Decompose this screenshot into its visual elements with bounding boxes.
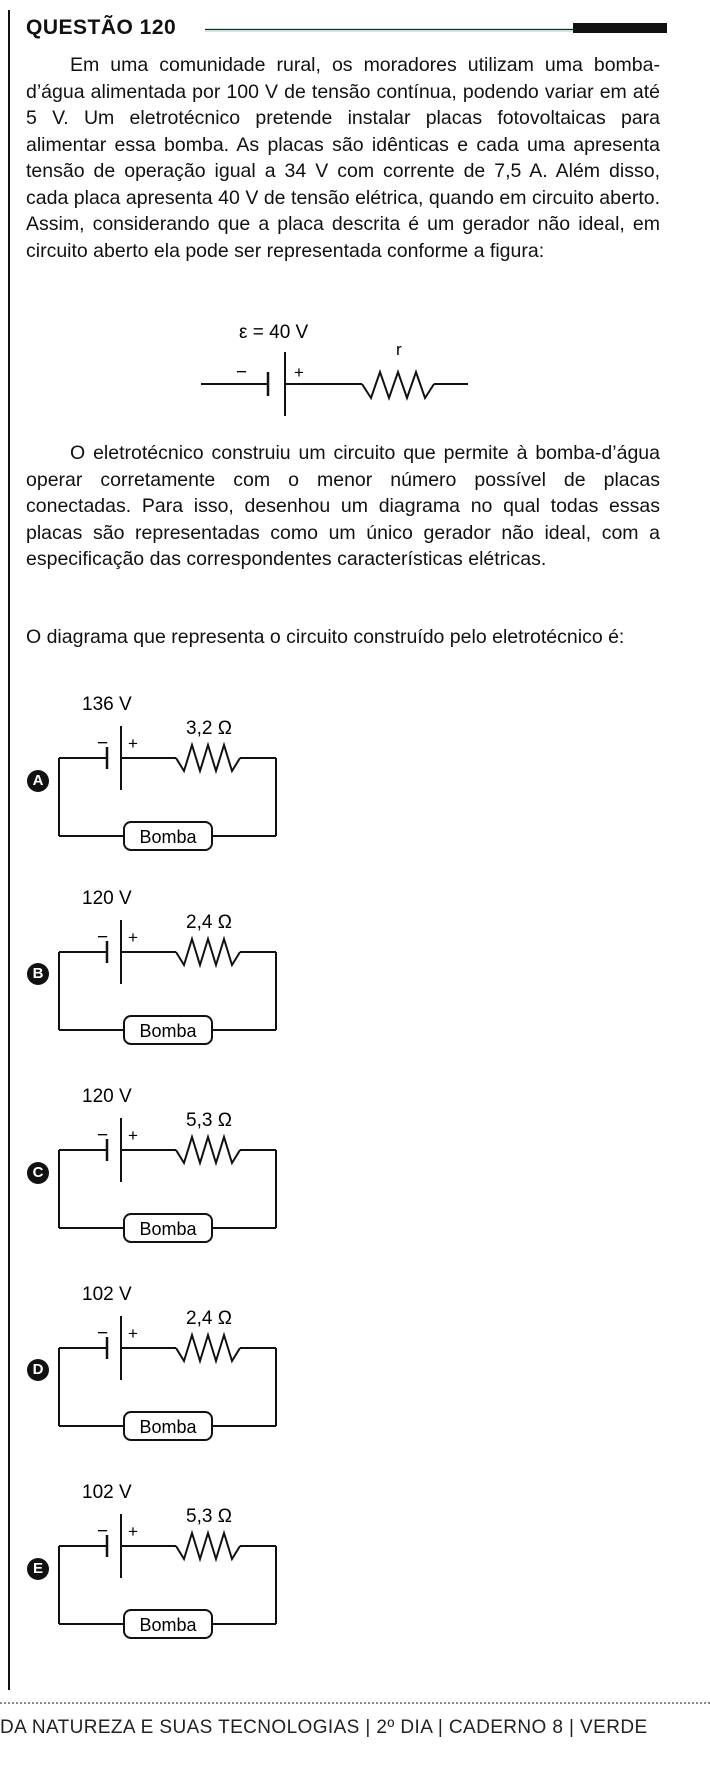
option-d-load <box>123 1411 213 1441</box>
option-a-voltage: 136 V <box>82 694 132 715</box>
left-margin-rule <box>8 10 10 1690</box>
svg-text:Bomba: Bomba <box>139 827 197 847</box>
resistor-symbol <box>361 368 435 402</box>
svg-text:+: + <box>128 928 138 947</box>
option-b-voltage: 120 V <box>82 888 132 909</box>
svg-text:+: + <box>128 1126 138 1145</box>
page-footer: DA NATUREZA E SUAS TECNOLOGIAS | 2º DIA … <box>0 1717 648 1738</box>
option-d-resistance: 2,4 Ω <box>186 1308 232 1329</box>
option-e-badge[interactable]: E <box>27 1558 49 1580</box>
option-e-circuit[interactable]: 102 V 5,3 Ω − + Bomba <box>0 1474 710 1654</box>
option-b-resistance: 2,4 Ω <box>186 912 232 933</box>
prompt-paragraph: O diagrama que representa o circuito con… <box>26 626 625 648</box>
resistor-label: r <box>396 340 402 359</box>
plus-sign: + <box>294 363 304 382</box>
option-a-load <box>123 821 213 851</box>
svg-text:+: + <box>128 1324 138 1343</box>
option-e-load <box>123 1609 213 1639</box>
option-c-resistance: 5,3 Ω <box>186 1110 232 1131</box>
option-d-badge[interactable]: D <box>27 1359 49 1381</box>
option-e-resistance: 5,3 Ω <box>186 1506 232 1527</box>
option-d-voltage: 102 V <box>82 1284 132 1305</box>
generator-figure: ε = 40 V − + r <box>201 322 468 416</box>
option-c-voltage: 120 V <box>82 1086 132 1107</box>
svg-text:−: − <box>97 1125 108 1146</box>
option-b-circuit[interactable]: 120 V 2,4 Ω − + Bomba <box>0 880 710 1060</box>
svg-text:Bomba: Bomba <box>139 1417 197 1437</box>
svg-text:−: − <box>97 1323 108 1344</box>
svg-text:+: + <box>128 1522 138 1541</box>
option-a-circuit[interactable]: 136 V 3,2 Ω − + Bomba <box>0 686 710 866</box>
title-decoration-bar <box>205 23 667 33</box>
svg-text:−: − <box>97 927 108 948</box>
option-c-circuit[interactable]: 120 V 5,3 Ω − + Bomba <box>0 1078 710 1258</box>
option-d-circuit[interactable]: 102 V 2,4 Ω − + Bomba <box>0 1276 710 1456</box>
option-a-badge[interactable]: A <box>27 770 49 792</box>
svg-text:−: − <box>97 1521 108 1542</box>
option-c-load <box>123 1213 213 1243</box>
footer-divider <box>0 1702 710 1704</box>
question-title: QUESTÃO 120 <box>26 16 177 39</box>
svg-text:Bomba: Bomba <box>139 1021 197 1041</box>
option-a-resistance: 3,2 Ω <box>186 718 232 739</box>
emf-label: ε = 40 V <box>239 322 309 343</box>
option-e-voltage: 102 V <box>82 1482 132 1503</box>
svg-text:+: + <box>128 734 138 753</box>
svg-text:Bomba: Bomba <box>139 1219 197 1239</box>
intro-paragraph: Em uma comunidade rural, os moradores ut… <box>26 54 660 262</box>
option-c-badge[interactable]: C <box>27 1162 49 1184</box>
svg-text:−: − <box>97 733 108 754</box>
option-b-badge[interactable]: B <box>27 963 49 985</box>
minus-sign: − <box>236 362 247 383</box>
svg-text:Bomba: Bomba <box>139 1615 197 1635</box>
question-header: QUESTÃO 120 <box>26 16 667 44</box>
middle-paragraph: O eletrotécnico construiu um circuito qu… <box>26 442 660 570</box>
option-b-load <box>123 1015 213 1045</box>
